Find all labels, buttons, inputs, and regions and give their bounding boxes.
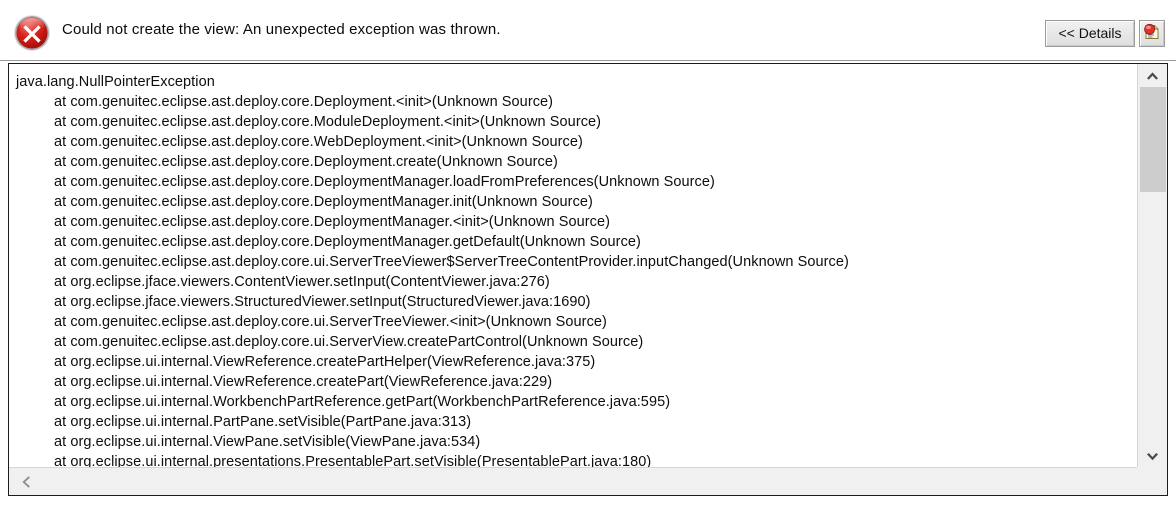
chevron-down-icon [1147,452,1158,460]
stack-frame-line: at com.genuitec.eclipse.ast.deploy.core.… [54,314,607,330]
chevron-up-icon [1147,71,1158,80]
stack-frame-line: at org.eclipse.ui.internal.presentations… [54,454,652,467]
stack-frame-line: at org.eclipse.ui.internal.ViewPane.setV… [54,434,481,450]
stack-frame-line: at org.eclipse.ui.internal.WorkbenchPart… [54,394,671,410]
vertical-scrollbar[interactable] [1137,64,1167,467]
stack-trace-list: java.lang.NullPointerException at com.ge… [9,64,1137,467]
stack-frame-line: at com.genuitec.eclipse.ast.deploy.core.… [54,174,715,190]
scroll-left-button[interactable] [13,468,37,495]
scroll-down-button[interactable] [1138,445,1167,467]
dialog-message: Could not create the view: An unexpected… [62,21,501,38]
stack-frame-line: at com.genuitec.eclipse.ast.deploy.core.… [54,234,641,250]
stack-frame-line: at org.eclipse.jface.viewers.ContentView… [54,274,550,290]
vertical-scrollbar-thumb[interactable] [1140,87,1166,192]
stack-frame-line: at com.genuitec.eclipse.ast.deploy.core.… [54,334,644,350]
scrollbar-corner [1137,467,1167,495]
stack-frame-line: at com.genuitec.eclipse.ast.deploy.core.… [54,194,593,210]
chevron-left-icon [21,475,30,488]
stack-frame-line: at com.genuitec.eclipse.ast.deploy.core.… [54,94,554,110]
stack-frame-line: at org.eclipse.ui.internal.PartPane.setV… [54,414,472,430]
scroll-up-button[interactable] [1138,64,1167,86]
stack-frame-line: at com.genuitec.eclipse.ast.deploy.core.… [54,214,611,230]
error-circle-x-icon [13,14,51,52]
stack-frame-line: at com.genuitec.eclipse.ast.deploy.core.… [54,134,583,150]
details-toggle-button[interactable]: << Details [1045,20,1135,47]
stack-frame-line: at com.genuitec.eclipse.ast.deploy.core.… [54,154,558,170]
stack-frame-line: at com.genuitec.eclipse.ast.deploy.core.… [54,114,602,130]
error-log-button[interactable] [1139,20,1165,47]
error-log-document-icon [1143,23,1161,44]
stack-trace-viewport[interactable]: java.lang.NullPointerException at com.ge… [9,64,1137,467]
stack-frame-line: at org.eclipse.ui.internal.ViewReference… [54,354,596,370]
exception-header-line: java.lang.NullPointerException [16,74,215,90]
stack-frame-line: at org.eclipse.jface.viewers.StructuredV… [54,294,591,310]
stack-frame-line: at com.genuitec.eclipse.ast.deploy.core.… [54,254,849,270]
dialog-header: Could not create the view: An unexpected… [0,0,1176,61]
horizontal-scrollbar[interactable] [9,467,1167,495]
details-pane: java.lang.NullPointerException at com.ge… [8,63,1168,496]
stack-frame-line: at org.eclipse.ui.internal.ViewReference… [54,374,553,390]
